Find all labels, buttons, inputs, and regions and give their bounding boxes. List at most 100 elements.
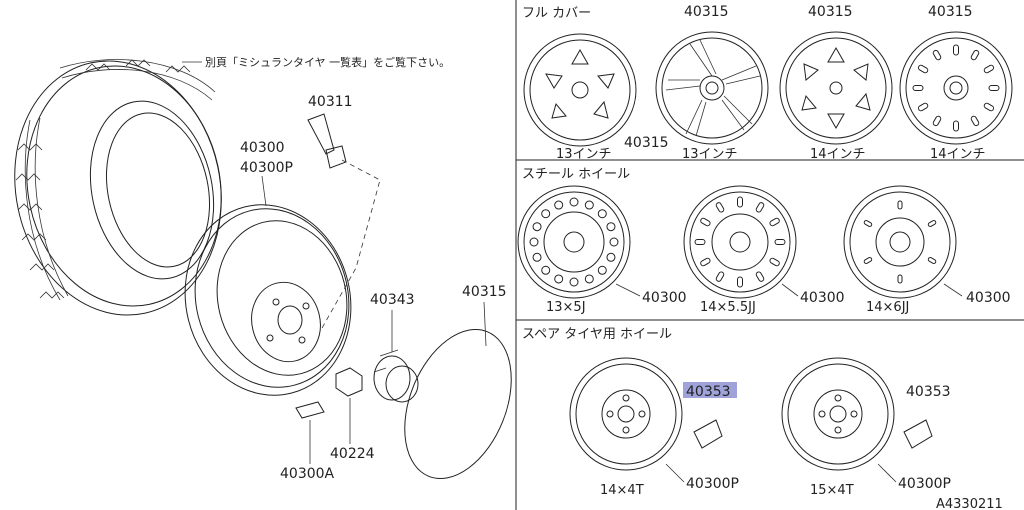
steel-1-illustration <box>517 185 631 299</box>
spare-1-illustration <box>569 357 723 471</box>
s3-slots-hole <box>897 200 903 210</box>
diagram-code: A4330211 <box>936 497 1003 510</box>
s3-slots-hole <box>863 257 873 264</box>
cover-3-part: 40315 <box>808 4 853 20</box>
spare-1-tag-highlight <box>683 382 737 398</box>
s1-holes-hole <box>609 237 619 247</box>
section-spare-wheel: スペア タイヤ用 ホイール <box>522 327 672 342</box>
cover-2-size: 13インチ <box>682 147 738 162</box>
s2-slots-hole <box>700 217 711 227</box>
s1-holes-hole <box>554 200 564 210</box>
cover-2-illustration <box>655 31 769 145</box>
c4-holes-hole <box>970 115 980 127</box>
label-nut: 40224 <box>330 446 375 462</box>
cover-4-illustration <box>899 31 1013 145</box>
s2-slots-hole <box>694 239 706 245</box>
c4-holes-hole <box>983 64 995 74</box>
sp1-holes-hole <box>606 410 614 418</box>
wheel-cover-side <box>404 328 512 480</box>
label-valve: 40311 <box>308 94 353 110</box>
s3-slots-hole <box>863 220 873 227</box>
s3-slots-hole <box>927 220 937 227</box>
label-cap: 40343 <box>370 292 415 308</box>
c4-holes-hole <box>932 115 942 127</box>
s2-slots-hole <box>769 217 780 227</box>
steel-2-illustration <box>683 185 797 299</box>
label-wheel-a: 40300 <box>240 140 285 156</box>
spare-2-part: 40300P <box>898 476 951 492</box>
spare-1-leader <box>665 463 685 483</box>
s2-slots-hole <box>774 239 786 245</box>
cover-1-size: 13インチ <box>556 147 612 162</box>
s2-slots-hole <box>737 196 743 208</box>
label-weight: 40300A <box>280 466 335 482</box>
s1-holes-hole <box>569 197 579 207</box>
steel-2-part: 40300 <box>800 290 845 306</box>
steel-3-size: 14×6JJ <box>866 300 909 315</box>
cover-1-illustration <box>523 33 637 147</box>
sp2-holes-hole <box>850 410 858 418</box>
s1-holes-hole <box>584 274 594 284</box>
tire-illustration <box>14 59 222 316</box>
section-full-cover: フル カバー <box>522 6 591 21</box>
s2-slots-hole <box>700 257 711 267</box>
sp2-holes-hole <box>818 410 826 418</box>
s2-slots-hole <box>715 202 725 213</box>
sp1-holes-hole <box>638 410 646 418</box>
c4-holes-hole <box>917 102 929 112</box>
steel-1-part: 40300 <box>642 290 687 306</box>
s1-holes-hole <box>532 252 542 262</box>
s1-holes-hole <box>541 209 551 219</box>
c4-holes-hole <box>953 120 959 132</box>
spare-2-illustration <box>781 357 933 471</box>
steel-2-leader <box>781 283 799 297</box>
s3-slots-hole <box>897 274 903 284</box>
s1-holes-hole <box>606 252 616 262</box>
s1-holes-hole <box>532 222 542 232</box>
cover-4-size: 14インチ <box>930 147 986 162</box>
s1-holes-hole <box>597 209 607 219</box>
s2-slots-hole <box>755 271 765 282</box>
c4-holes-hole <box>953 44 959 56</box>
label-cover: 40315 <box>462 284 507 300</box>
wheel-leader <box>261 175 267 207</box>
c4-holes-hole <box>932 49 942 61</box>
sp1-holes-hole <box>622 394 630 402</box>
steel-3-illustration <box>843 185 957 299</box>
steel-3-part: 40300 <box>966 290 1011 306</box>
spare-2-size: 15×4T <box>810 483 854 498</box>
center-cap <box>373 349 419 403</box>
s2-slots-hole <box>769 257 780 267</box>
cover-leader <box>483 301 487 347</box>
s2-slots-hole <box>737 276 743 288</box>
c4-holes-hole <box>988 85 1000 91</box>
valve-stem <box>307 113 381 329</box>
s1-holes-hole <box>597 265 607 275</box>
s3-slots-hole <box>927 257 937 264</box>
spare-1-tag: 40353 <box>686 384 731 400</box>
tire-note: 別頁「ミシュランタイヤ 一覧表」をご覧下さい。 <box>205 55 450 69</box>
label-wheel-b: 40300P <box>240 160 293 176</box>
c4-holes-hole <box>917 64 929 74</box>
cover-1-part: 40315 <box>624 135 669 151</box>
c4-holes-hole <box>970 49 980 61</box>
spare-2-leader <box>877 463 897 483</box>
c4-holes-hole <box>912 85 924 91</box>
panel-dividers <box>515 0 1024 510</box>
s1-holes-hole <box>554 274 564 284</box>
balance-weight <box>295 401 325 419</box>
steel-3-leader <box>943 283 963 297</box>
sp1-holes-hole <box>622 426 630 434</box>
steel-1-size: 13×5J <box>546 300 586 315</box>
steel-1-leader <box>615 283 641 297</box>
hub-nut <box>335 367 363 397</box>
c4-holes-hole <box>983 102 995 112</box>
cover-2-part: 40315 <box>684 4 729 20</box>
spare-1-size: 14×4T <box>600 483 644 498</box>
cover-3-illustration <box>779 31 893 145</box>
s1-holes-hole <box>541 265 551 275</box>
sp2-holes-hole <box>834 394 842 402</box>
s2-slots-hole <box>755 202 765 213</box>
cover-3-size: 14インチ <box>810 147 866 162</box>
